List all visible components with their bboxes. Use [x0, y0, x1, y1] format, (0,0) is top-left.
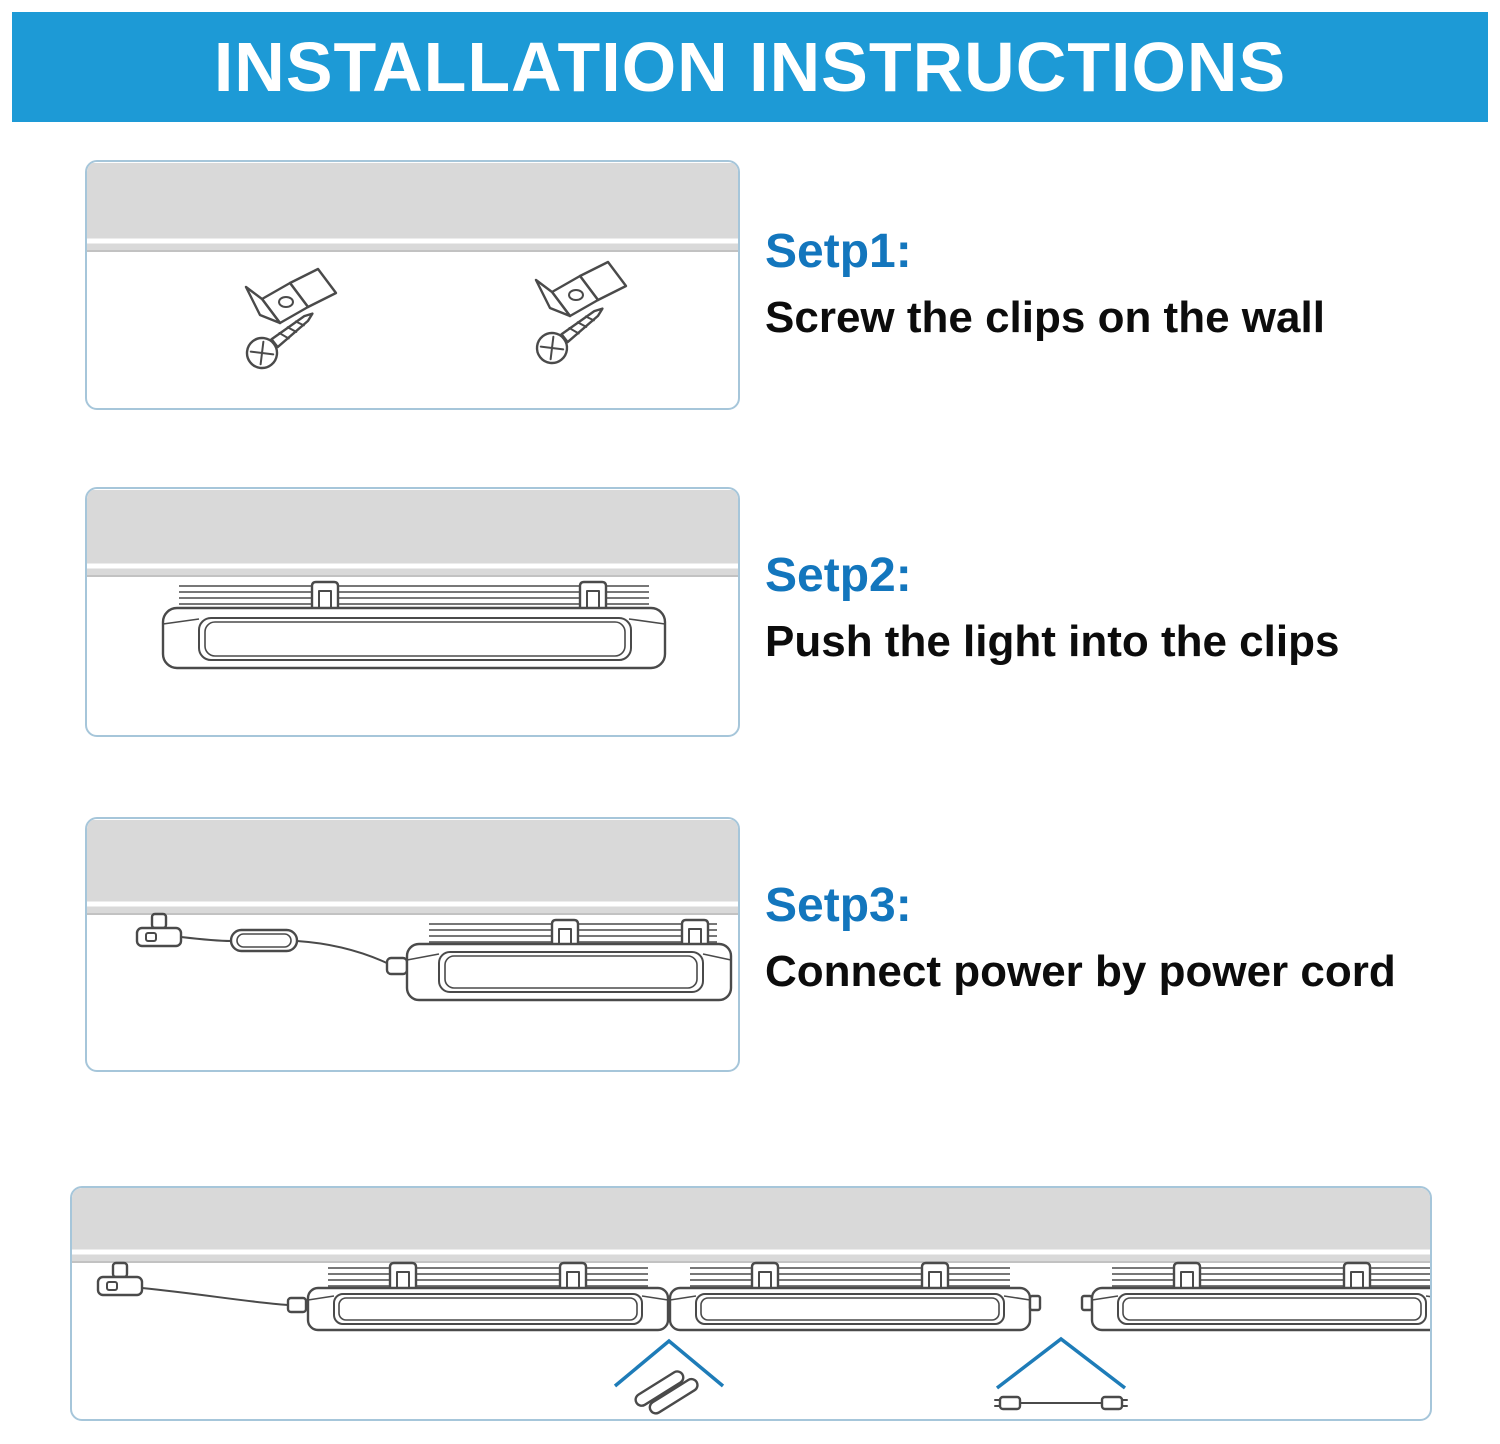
inline-connector-icon: [229, 928, 299, 953]
light-fixture: [161, 580, 667, 670]
step-3-diagram-panel: [85, 817, 740, 1072]
mounting-clip-icon: [534, 260, 628, 318]
wall-band: [87, 163, 738, 252]
wall-band: [87, 820, 738, 915]
step-2-diagram-panel: [85, 487, 740, 737]
mounting-clip-icon: [244, 267, 338, 325]
chevron-marker-icon: [995, 1336, 1127, 1390]
cord-end-plug-icon: [385, 956, 409, 976]
wall-clips-with-screws-diagram: [87, 163, 738, 376]
step-1-diagram-panel: [85, 160, 740, 410]
connector-stub-icon: [1080, 1294, 1094, 1312]
mounting-clip-icon: [680, 918, 710, 947]
wall-band: [87, 490, 738, 577]
power-cord: [180, 936, 232, 942]
step-3-text: Setp3: Connect power by power cord: [765, 878, 1465, 997]
lens: [198, 617, 632, 661]
series-connection-panel: [70, 1186, 1432, 1421]
power-plug-icon: [135, 912, 183, 948]
mounting-clip-icon: [550, 918, 580, 947]
light-fixture: [670, 1263, 1030, 1330]
header-banner: INSTALLATION INSTRUCTIONS: [12, 12, 1488, 122]
step-1-text: Setp1: Screw the clips on the wall: [765, 224, 1465, 343]
lens: [438, 951, 704, 993]
light-fixture: [1092, 1263, 1430, 1330]
connector-stub-icon: [1028, 1294, 1042, 1312]
mounting-clip-icon: [578, 580, 608, 609]
power-cord: [296, 940, 390, 965]
step-1-title: Setp1:: [765, 225, 912, 278]
lights-series-seamless-connection-diagram: [72, 1188, 1430, 1415]
power-cord: [141, 1287, 289, 1306]
light-pushed-into-clips-diagram: [87, 490, 738, 670]
step-3-title: Setp3:: [765, 879, 912, 932]
connector-cord-icon: [994, 1395, 1128, 1411]
mounting-clip-icon: [310, 580, 340, 609]
step-3-description: Connect power by power cord: [765, 947, 1396, 996]
step-1-description: Screw the clips on the wall: [765, 293, 1325, 342]
power-cord-connection-diagram: [87, 820, 738, 1002]
wall-band: [72, 1188, 1430, 1263]
step-2-description: Push the light into the clips: [765, 617, 1340, 666]
light-fixture: [405, 918, 733, 1002]
page-title: INSTALLATION INSTRUCTIONS: [213, 28, 1287, 106]
step-2-text: Setp2: Push the light into the clips: [765, 548, 1465, 667]
chevron-marker-icon: [613, 1338, 725, 1388]
power-plug-icon: [96, 1261, 144, 1297]
light-fixture: [308, 1263, 668, 1330]
twin-pin-connector-icon: [634, 1370, 699, 1415]
cord-end-plug-icon: [286, 1296, 308, 1314]
step-2-title: Setp2:: [765, 549, 912, 602]
